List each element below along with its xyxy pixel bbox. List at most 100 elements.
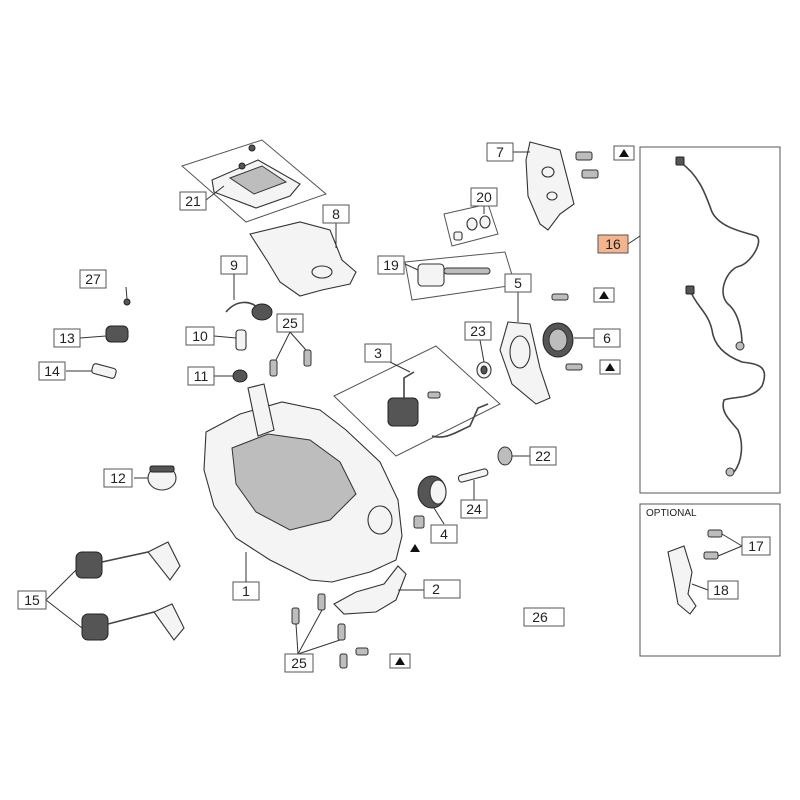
part-24-pin xyxy=(457,468,489,483)
part-5-opening xyxy=(509,335,531,369)
label-24: 24 xyxy=(460,499,488,519)
part-24-body xyxy=(457,468,489,483)
svg-text:25: 25 xyxy=(282,315,298,331)
part-3-screw xyxy=(427,391,441,399)
part-16-connector-a xyxy=(675,156,685,166)
part-25-screw-f xyxy=(339,653,348,669)
part-11-body xyxy=(232,369,248,383)
optional-panel: OPTIONAL xyxy=(639,503,781,657)
svg-text:17: 17 xyxy=(748,538,764,554)
part-15-strap-upper xyxy=(101,551,149,563)
part-6-screw-top xyxy=(551,293,569,301)
svg-text:20: 20 xyxy=(476,189,492,205)
label-12: 12 xyxy=(103,468,133,488)
part-27-clip xyxy=(123,298,131,306)
part-16-frame xyxy=(639,146,781,494)
part-6-inner xyxy=(548,328,568,352)
svg-text:13: 13 xyxy=(59,330,75,346)
label-27: 27 xyxy=(79,269,107,289)
part-3-frame xyxy=(333,345,501,457)
svg-text:11: 11 xyxy=(194,368,209,384)
part-16-wire-lower xyxy=(689,289,766,473)
part-4-damper xyxy=(413,475,447,529)
svg-text:5: 5 xyxy=(514,275,522,291)
part-19-tensioner xyxy=(404,251,516,301)
part-23-washer xyxy=(476,361,492,379)
part-3-oil-pump-group xyxy=(333,345,501,457)
label-21: 21 xyxy=(179,191,207,211)
part-21-detail xyxy=(228,165,288,195)
part-9-cap xyxy=(251,303,273,321)
part-3-pipe-a xyxy=(403,371,415,400)
part-7-shape xyxy=(525,141,575,231)
label-11: 11 xyxy=(187,366,215,386)
label-6: 6 xyxy=(593,328,621,348)
part-16-connector-b xyxy=(685,285,695,295)
label-23: 23 xyxy=(464,321,492,341)
part-17-screw-a xyxy=(707,529,723,538)
svg-text:9: 9 xyxy=(230,257,238,273)
part-8-gasket xyxy=(249,221,357,297)
part-20-bushing-a xyxy=(466,217,478,231)
svg-text:23: 23 xyxy=(470,323,486,339)
triangle-markers xyxy=(389,145,635,669)
label-20: 20 xyxy=(470,187,498,207)
part-25-screw-e xyxy=(337,623,346,641)
part-25-screws xyxy=(269,349,369,669)
svg-text:10: 10 xyxy=(192,328,208,344)
part-4-face xyxy=(429,479,447,505)
label-2: 2 xyxy=(423,579,461,599)
callout-labels: 21 8 7 20 19 5 6 23 3 22 24 4 9 25 10 11… xyxy=(17,142,771,673)
svg-text:24: 24 xyxy=(466,501,482,517)
part-1-post xyxy=(247,383,275,437)
part-23-hole xyxy=(480,365,488,375)
part-22-grommet xyxy=(497,446,513,466)
svg-text:22: 22 xyxy=(535,448,551,464)
part-20-bushing-b xyxy=(479,215,491,229)
part-15-cap-lower xyxy=(81,613,109,641)
svg-text:27: 27 xyxy=(85,271,101,287)
part-12-bulb xyxy=(147,465,177,491)
svg-text:3: 3 xyxy=(374,345,382,361)
part-21-frame xyxy=(181,139,327,223)
label-26: 26 xyxy=(523,607,565,627)
label-9: 9 xyxy=(220,255,248,275)
part-8-hole xyxy=(311,265,333,279)
part-19-screw xyxy=(443,267,491,275)
part-8-shape xyxy=(249,221,357,297)
part-1-boss xyxy=(367,505,393,535)
label-3: 3 xyxy=(364,343,392,363)
svg-text:8: 8 xyxy=(332,206,340,222)
svg-text:18: 18 xyxy=(713,582,729,598)
part-25-screw-a xyxy=(269,359,278,377)
svg-text:2: 2 xyxy=(432,581,440,597)
svg-text:12: 12 xyxy=(110,470,126,486)
part-21-screw-a xyxy=(248,144,256,152)
label-1: 1 xyxy=(232,581,260,601)
part-10-valve xyxy=(235,329,247,351)
part-25-screw-d xyxy=(317,593,326,611)
triangle-marker-6b xyxy=(599,359,621,375)
label-4: 4 xyxy=(430,524,458,544)
part-16-terminal-a xyxy=(735,341,745,351)
part-16-panel xyxy=(639,146,781,494)
label-15: 15 xyxy=(17,590,47,610)
svg-text:14: 14 xyxy=(44,363,60,379)
triangle-marker-7a xyxy=(613,145,635,161)
part-16-wire-upper xyxy=(679,161,760,345)
label-18: 18 xyxy=(707,580,739,600)
part-20-parts xyxy=(443,203,499,247)
label-5: 5 xyxy=(504,273,532,293)
part-25-screw-c xyxy=(291,607,300,625)
part-14-body xyxy=(91,363,117,379)
part-13-cap xyxy=(105,325,129,343)
svg-text:16: 16 xyxy=(605,236,621,252)
part-15-strap-lower xyxy=(107,611,155,625)
part-14-vent xyxy=(91,363,117,379)
part-7-hole-b xyxy=(546,191,558,201)
label-25-bottom: 25 xyxy=(284,653,314,673)
label-19: 19 xyxy=(377,255,405,275)
part-19-block xyxy=(417,263,445,287)
svg-text:19: 19 xyxy=(383,257,399,273)
